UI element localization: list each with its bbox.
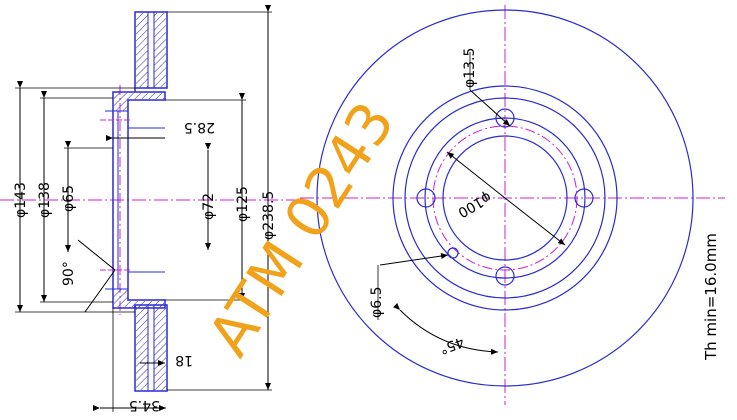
center-bore-circle: [442, 135, 568, 261]
upper-ring-hatch-left: [136, 13, 148, 87]
hub-hatch-bottom-flange: [128, 301, 164, 307]
section-view: φ143 φ138 φ65 90° 28.5 φ72 φ125 φ238.5 1…: [0, 5, 295, 413]
upper-ring-hatch-right: [154, 13, 166, 87]
outer-disc-circle: [316, 9, 694, 387]
locating-hole: [447, 247, 459, 259]
hub-hatch-top: [114, 93, 128, 111]
hat-outer-circle: [404, 97, 606, 299]
bolt-hole-right: [574, 188, 594, 208]
bolt-pitch-circle: [432, 125, 578, 271]
part-number-watermark: ATM 0243: [195, 90, 408, 367]
dim-angle-90: 90°: [61, 261, 77, 286]
friction-inner-circle: [392, 85, 618, 311]
dim-34-5: 34.5: [129, 397, 160, 413]
dim-6-5: φ6.5: [369, 287, 385, 319]
dim-angle-45: 45°: [437, 333, 466, 357]
thickness-min-note: Th min=16.0mm: [702, 233, 720, 361]
lower-ring-hatch-right: [154, 306, 166, 390]
hub-flange-circle: [424, 117, 586, 279]
bolt-hole-bottom: [495, 266, 515, 286]
bolt-hole-top: [495, 108, 515, 128]
bolt-hole-left: [416, 188, 436, 208]
dim-100: φ100: [455, 189, 494, 221]
dim-138: φ138: [37, 182, 53, 218]
dim-13-5: φ13.5: [462, 48, 478, 88]
dim-65: φ65: [61, 185, 77, 212]
hub-hatch-bottom: [114, 289, 128, 307]
lower-ring-hatch-left: [136, 306, 148, 390]
upper-ring-outer: [134, 11, 168, 89]
dim-143: φ143: [13, 182, 29, 218]
angle-45-arc: [392, 302, 499, 355]
dim-28-5: 28.5: [184, 119, 215, 135]
dim-72: φ72: [201, 193, 217, 220]
front-view: φ13.5 φ100 φ6.5 45°: [300, 5, 725, 405]
dim-18: 18: [175, 352, 193, 368]
dim-125: φ125: [235, 186, 251, 222]
hub-hatch-top-flange: [128, 93, 164, 99]
angle-90-arc: [77, 239, 116, 313]
dim-238-5: φ238.5: [261, 191, 277, 240]
